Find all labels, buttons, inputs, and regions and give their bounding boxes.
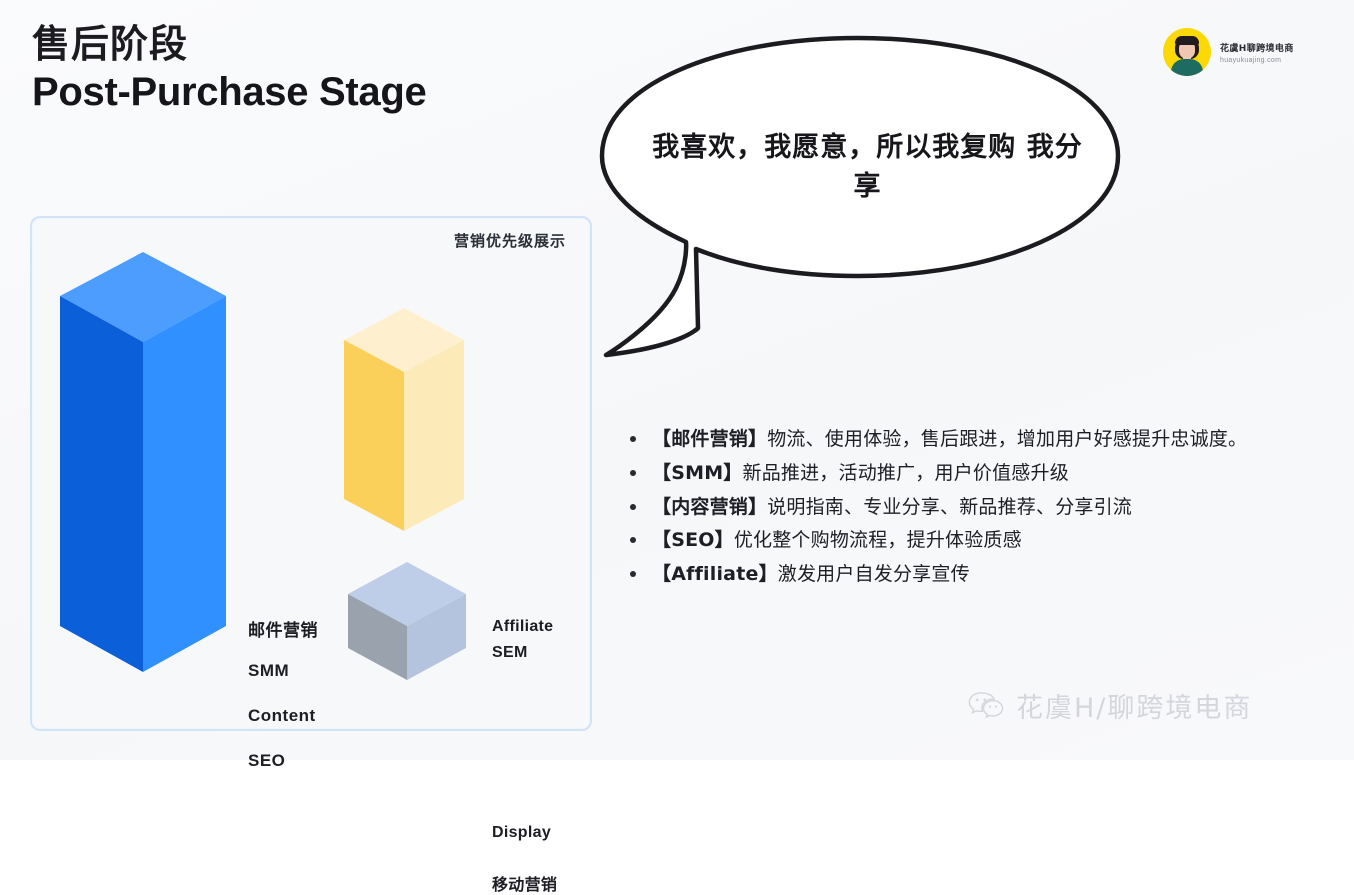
bar-gray-label-0: Display [492, 824, 552, 841]
bullet-dot-icon [630, 571, 636, 578]
page-title-english: Post-Purchase Stage [32, 69, 427, 114]
woman-avatar-icon [1163, 28, 1211, 76]
bullet-list: 【邮件营销】物流、使用体验，售后跟进，增加用户好感提升忠诚度。 【SMM】新品推… [622, 424, 1312, 593]
brand-url: huayukuajing.com [1220, 56, 1282, 64]
brand-text: 花虞H聊跨境电商 huayukuajing.com [1220, 41, 1294, 64]
bar-blue-label-2: Content [248, 706, 316, 725]
chart-caption: 营销优先级展示 [453, 232, 566, 250]
list-item: 【内容营销】说明指南、专业分享、新品推荐、分享引流 [622, 492, 1312, 523]
bar-blue-label-1: SMM [248, 661, 290, 680]
speech-bubble-text: 我喜欢，我愿意，所以我复购 我分享 [652, 132, 1083, 203]
bar-yellow-label-1: SEM [492, 644, 528, 661]
list-item-body: 【SMM】新品推进，活动推广，用户价值感升级 [652, 458, 1069, 489]
bar-yellow-affiliate-sem [342, 306, 472, 546]
list-item-tag: 【Affiliate】 [652, 563, 778, 586]
bar-blue-email-marketing [58, 250, 238, 692]
page-title: 售后阶段 Post-Purchase Stage [32, 22, 427, 116]
bar-blue-label-3: SEO [248, 751, 286, 770]
watermark-text: 花虞H/聊跨境电商 [1016, 693, 1253, 724]
list-item-text: 激发用户自发分享宣传 [777, 563, 970, 586]
speech-bubble: 我喜欢，我愿意，所以我复购 我分享 [588, 28, 1133, 368]
bar-gray-label-1: 移动营销 [492, 877, 558, 894]
list-item-tag: 【SEO】 [652, 529, 734, 552]
bar-gray-display-mobile [344, 560, 472, 684]
watermark: 花虞H/聊跨境电商 [968, 686, 1252, 725]
list-item-body: 【邮件营销】物流、使用体验，售后跟进，增加用户好感提升忠诚度。 [652, 424, 1247, 455]
list-item: 【SEO】优化整个购物流程，提升体验质感 [622, 525, 1312, 556]
list-item-text: 新品推进，活动推广，用户价值感升级 [742, 461, 1069, 484]
list-item: 【邮件营销】物流、使用体验，售后跟进，增加用户好感提升忠诚度。 [622, 424, 1312, 455]
brand-name: 花虞H聊跨境电商 [1220, 43, 1294, 54]
brand-badge: 花虞H聊跨境电商 huayukuajing.com [1163, 28, 1294, 76]
list-item-tag: 【邮件营销】 [652, 428, 768, 450]
list-item-text: 说明指南、专业分享、新品推荐、分享引流 [767, 495, 1133, 518]
bar-blue-label-0: 邮件营销 [248, 621, 318, 640]
list-item-text: 优化整个购物流程，提升体验质感 [733, 529, 1022, 552]
page-title-chinese: 售后阶段 [32, 22, 189, 66]
marketing-priority-chart: 营销优先级展示 邮件营销 SMM Content SEO Affiliate [30, 216, 592, 894]
bullet-dot-icon [630, 469, 636, 476]
bullet-dot-icon [630, 503, 636, 510]
wechat-icon [968, 691, 1004, 718]
list-item-body: 【SEO】优化整个购物流程，提升体验质感 [652, 525, 1022, 556]
bullet-dot-icon [630, 436, 636, 442]
bar-yellow-label-0: Affiliate [492, 618, 554, 635]
list-item-tag: 【SMM】 [652, 461, 743, 484]
list-item: 【Affiliate】激发用户自发分享宣传 [622, 559, 1312, 590]
list-item: 【SMM】新品推进，活动推广，用户价值感升级 [622, 458, 1312, 489]
list-item-body: 【Affiliate】激发用户自发分享宣传 [652, 559, 970, 590]
list-item-text: 物流、使用体验，售后跟进，增加用户好感提升忠诚度。 [767, 428, 1248, 450]
list-item-tag: 【内容营销】 [652, 495, 768, 518]
list-item-body: 【内容营销】说明指南、专业分享、新品推荐、分享引流 [652, 492, 1132, 523]
bullet-dot-icon [630, 537, 636, 544]
